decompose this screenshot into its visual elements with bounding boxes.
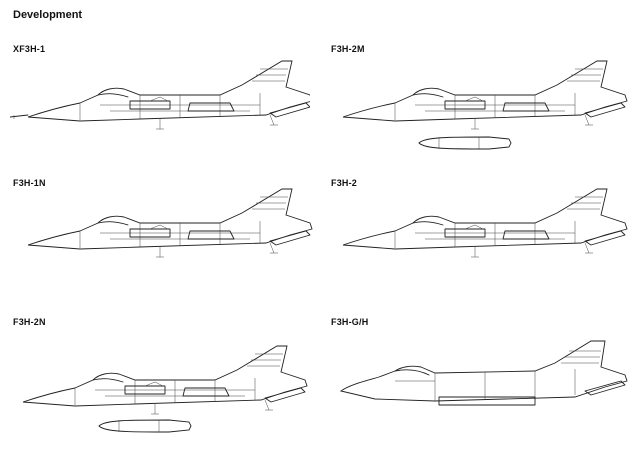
variant-label-xf3h1: XF3H-1 bbox=[13, 44, 46, 54]
fuselage-icon bbox=[22, 345, 308, 415]
variant-label-f3hgh: F3H-G/H bbox=[331, 317, 369, 327]
variant-label-f3h2m: F3H-2M bbox=[331, 44, 365, 54]
store-icon bbox=[418, 136, 512, 150]
nose-probe-icon bbox=[10, 114, 29, 120]
aircraft-xf3h1 bbox=[10, 60, 310, 130]
aircraft-f3hgh bbox=[339, 340, 628, 406]
variant-label-f3h2: F3H-2 bbox=[331, 178, 358, 188]
variant-label-f3h2n: F3H-2N bbox=[13, 317, 46, 327]
fuselage-icon bbox=[342, 188, 628, 258]
page-title: Development bbox=[13, 9, 83, 21]
store-icon bbox=[98, 419, 192, 433]
aircraft-f3h1n bbox=[27, 188, 313, 258]
fuselage-icon bbox=[27, 188, 313, 258]
fuselage-icon bbox=[342, 60, 628, 130]
aircraft-f3h2m bbox=[342, 60, 628, 150]
aircraft-f3h2 bbox=[342, 188, 628, 258]
variant-label-f3h1n: F3H-1N bbox=[13, 178, 46, 188]
aircraft-f3h2n bbox=[22, 345, 308, 433]
fuselage-icon bbox=[27, 60, 310, 130]
